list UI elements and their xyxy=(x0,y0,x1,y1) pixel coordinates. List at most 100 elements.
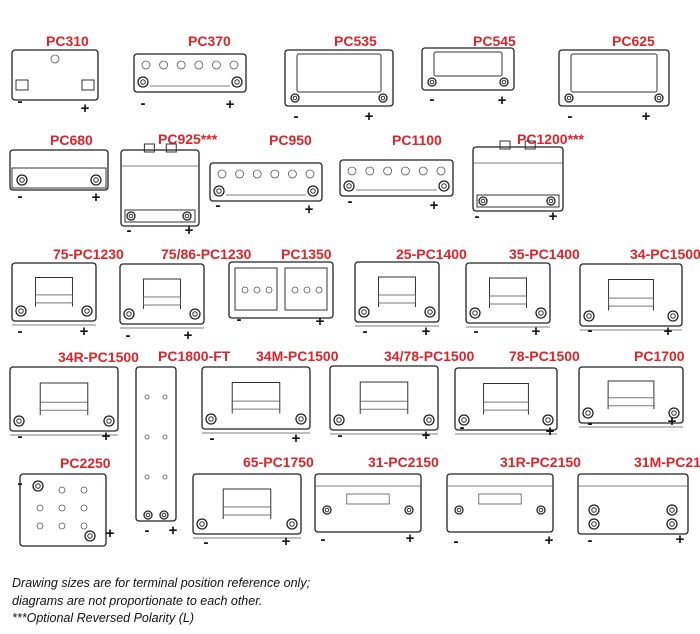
battery-title: PC1350 xyxy=(281,246,332,262)
battery-title: 34M-PC1500 xyxy=(256,348,339,364)
negative-terminal-label: - xyxy=(210,430,215,447)
battery-pc1500_34: 34-PC1500-+ xyxy=(579,246,700,340)
note-line-3: ***Optional Reversed Polarity (L) xyxy=(12,611,195,625)
battery-title: 35-PC1400 xyxy=(509,246,580,262)
battery-body xyxy=(120,149,200,227)
negative-terminal-label: - xyxy=(126,327,131,344)
battery-body xyxy=(421,47,515,91)
battery-title: 78-PC1500 xyxy=(509,348,580,364)
negative-terminal-label: - xyxy=(237,311,242,328)
positive-terminal-label: + xyxy=(676,531,685,548)
negative-terminal-label: - xyxy=(18,475,23,492)
battery-body xyxy=(577,473,689,535)
battery-body xyxy=(11,262,97,322)
battery-title: PC545 xyxy=(473,33,516,49)
battery-title: PC1200*** xyxy=(517,131,584,147)
battery-title: PC1700 xyxy=(634,348,685,364)
battery-title: 75-PC1230 xyxy=(53,246,124,262)
negative-terminal-label: - xyxy=(216,197,221,214)
positive-terminal-label: + xyxy=(282,533,291,550)
negative-terminal-label: - xyxy=(568,108,573,125)
positive-terminal-label: + xyxy=(430,197,439,214)
positive-terminal-label: + xyxy=(80,323,89,340)
battery-pc950: PC950-+ xyxy=(209,132,323,218)
battery-title: PC1100 xyxy=(392,132,442,148)
battery-body xyxy=(209,162,323,202)
battery-title: PC950 xyxy=(269,132,312,148)
battery-title: PC680 xyxy=(50,132,93,148)
negative-terminal-label: - xyxy=(474,323,479,340)
battery-pc625: PC625 - + xyxy=(558,33,670,125)
battery-pc1500_34m: 34M-PC1500 - + xyxy=(201,348,339,447)
negative-terminal-label: - xyxy=(475,208,480,225)
negative-terminal-label: - xyxy=(18,428,23,445)
battery-body xyxy=(19,473,107,547)
positive-terminal-label: + xyxy=(102,428,111,445)
battery-body xyxy=(465,262,551,324)
negative-terminal-label: - xyxy=(18,93,23,110)
battery-body xyxy=(578,366,684,424)
battery-title: 34/78-PC1500 xyxy=(384,348,475,364)
negative-terminal-label: - xyxy=(294,108,299,125)
battery-title: 75/86-PC1230 xyxy=(161,246,252,262)
battery-body xyxy=(133,53,247,93)
positive-terminal-label: + xyxy=(498,92,507,109)
battery-body xyxy=(446,473,554,533)
battery-pc310: PC310-+ xyxy=(11,33,99,117)
positive-terminal-label: + xyxy=(546,423,555,440)
positive-terminal-label: + xyxy=(316,313,325,330)
battery-pc2150_31: 31-PC2150-+ xyxy=(314,454,439,548)
battery-pc545: PC545 - + xyxy=(421,33,516,109)
positive-terminal-label: + xyxy=(169,522,178,539)
positive-terminal-label: + xyxy=(365,108,374,125)
battery-pc1400_25: 25-PC1400-+ xyxy=(354,246,467,340)
battery-body xyxy=(192,473,302,535)
battery-body xyxy=(329,365,439,431)
battery-title: PC625 xyxy=(612,33,655,49)
battery-pc1500_34r: 34R-PC1500-+ xyxy=(9,349,139,445)
negative-terminal-label: - xyxy=(588,415,593,432)
battery-body xyxy=(9,366,119,432)
positive-terminal-label: + xyxy=(184,327,193,344)
battery-body xyxy=(284,49,394,107)
negative-terminal-label: - xyxy=(348,193,353,210)
positive-terminal-label: + xyxy=(545,532,554,549)
positive-terminal-label: + xyxy=(664,323,673,340)
battery-title: 65-PC1750 xyxy=(243,454,314,470)
positive-terminal-label: + xyxy=(422,427,431,444)
battery-pc2150_31m: 31M-PC2150 - + xyxy=(577,454,700,549)
negative-terminal-label: - xyxy=(588,322,593,339)
battery-body xyxy=(11,49,99,101)
battery-body xyxy=(558,49,670,107)
negative-terminal-label: - xyxy=(430,91,435,108)
positive-terminal-label: + xyxy=(292,430,301,447)
battery-body xyxy=(201,366,311,430)
negative-terminal-label: - xyxy=(127,222,132,239)
battery-title: PC310 xyxy=(46,33,89,49)
battery-title: PC1800-FT xyxy=(158,348,231,364)
positive-terminal-label: + xyxy=(642,108,651,125)
battery-title: 31-PC2150 xyxy=(368,454,439,470)
negative-terminal-label: - xyxy=(454,533,459,550)
negative-terminal-label: - xyxy=(588,532,593,549)
positive-terminal-label: + xyxy=(185,222,194,239)
positive-terminal-label: + xyxy=(406,530,415,547)
battery-body xyxy=(354,261,440,323)
battery-pc1230_75: 75-PC1230-+ xyxy=(11,246,124,340)
battery-title: PC535 xyxy=(334,33,377,49)
battery-pc1500_3478: 34/78-PC1500 - + xyxy=(329,348,475,444)
negative-terminal-label: - xyxy=(460,419,465,436)
battery-pc535: PC535 - + xyxy=(284,33,394,125)
battery-body xyxy=(228,261,334,319)
battery-pc1500_78: 78-PC1500 - + xyxy=(454,348,580,440)
battery-pc925: PC925***-+ xyxy=(120,131,218,239)
battery-title: PC2250 xyxy=(60,455,111,471)
positive-terminal-label: + xyxy=(532,323,541,340)
battery-pc1350: PC1350 - + xyxy=(228,246,334,330)
battery-body xyxy=(314,473,422,533)
battery-title: 31M-PC2150 xyxy=(634,454,700,470)
note-line-1: Drawing sizes are for terminal position … xyxy=(12,576,311,590)
battery-body xyxy=(579,263,683,327)
positive-terminal-label: + xyxy=(106,525,115,542)
